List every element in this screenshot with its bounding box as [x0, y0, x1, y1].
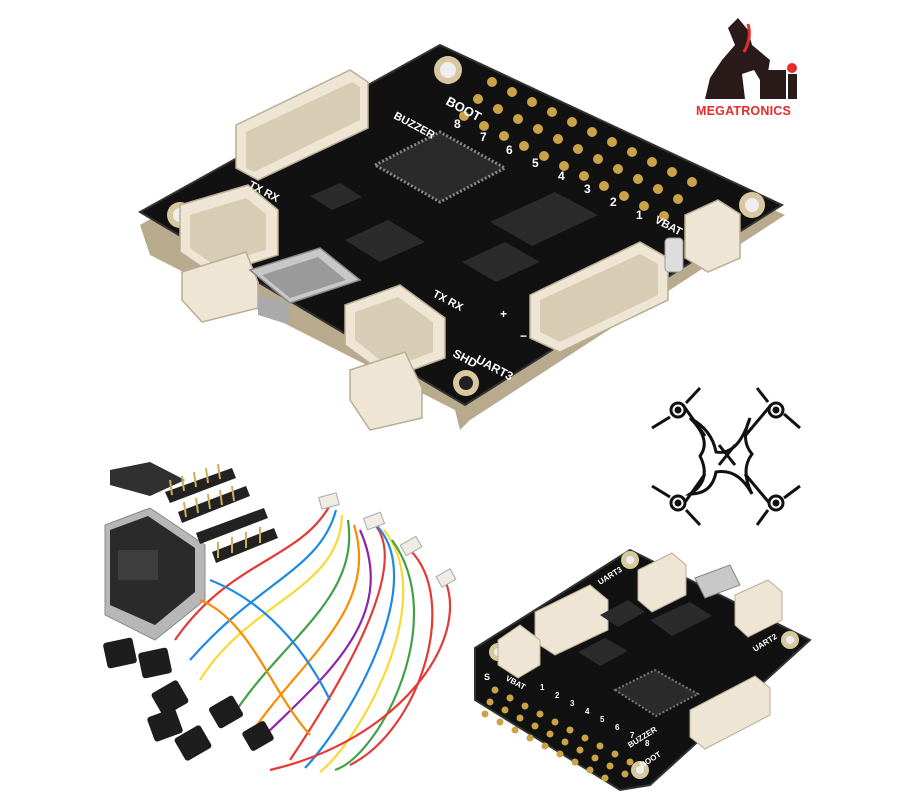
main-board-pin-number: 8	[454, 117, 461, 131]
main-board-usb-port	[248, 247, 362, 325]
main-board-pin-number: 1	[636, 208, 643, 222]
secondary-board-pin-number: 8	[645, 739, 650, 748]
accessories-kit	[103, 462, 457, 773]
main-board-pin-number: 7	[480, 130, 487, 144]
secondary-board-pin-number: 5	[600, 715, 605, 724]
pin-header-pins	[169, 463, 261, 558]
main-board-bottom-connector	[344, 284, 446, 431]
main-board-pin-number: 5	[532, 156, 539, 170]
main-board-pin-number: 2	[610, 195, 617, 209]
megatronics-mascot-logo	[705, 18, 797, 99]
quadcopter-icon	[651, 386, 801, 527]
secondary-board-pin-numbers: 1 2 3 4 5 6 7 8	[540, 683, 650, 748]
main-board-label-plus: +	[500, 307, 507, 321]
secondary-board-pin-grid	[481, 686, 634, 782]
secondary-board-label-s: S	[484, 672, 490, 682]
main-board-right-connector	[529, 199, 741, 353]
secondary-board-pin-number: 1	[540, 683, 545, 692]
main-board-pin-numbers: 8 7 6 5 4 3 2 1	[454, 117, 643, 222]
main-board-pin-number: 6	[506, 143, 513, 157]
main-board-label-minus: −	[520, 329, 527, 343]
megatronics-brand-name: MEGATRONICS	[696, 104, 792, 118]
secondary-board-pin-number: 7	[630, 731, 635, 740]
jst-plugs	[318, 492, 457, 588]
secondary-flight-controller-board: UART2 UART3 VBAT BUZZER BOOT S 1 2 3 4 5…	[474, 548, 812, 792]
secondary-board-pin-number: 2	[555, 691, 560, 700]
secondary-board-pin-number: 3	[570, 699, 575, 708]
main-board-pin-number: 4	[558, 169, 565, 183]
main-flight-controller-board: BOOT BUZZER UART3 SHD TX RX TX RX VBAT +…	[137, 43, 785, 431]
main-board-top-connector	[235, 69, 369, 181]
servo-plugs	[103, 637, 274, 761]
connector-wires	[174, 504, 451, 773]
main-board-chips	[310, 130, 598, 282]
secondary-board-pin-number: 4	[585, 707, 590, 716]
main-board-pin-number: 3	[584, 182, 591, 196]
main-board-pin-grid	[459, 77, 697, 221]
secondary-board-pin-number: 6	[615, 723, 620, 732]
main-board-left-connector	[179, 184, 279, 323]
